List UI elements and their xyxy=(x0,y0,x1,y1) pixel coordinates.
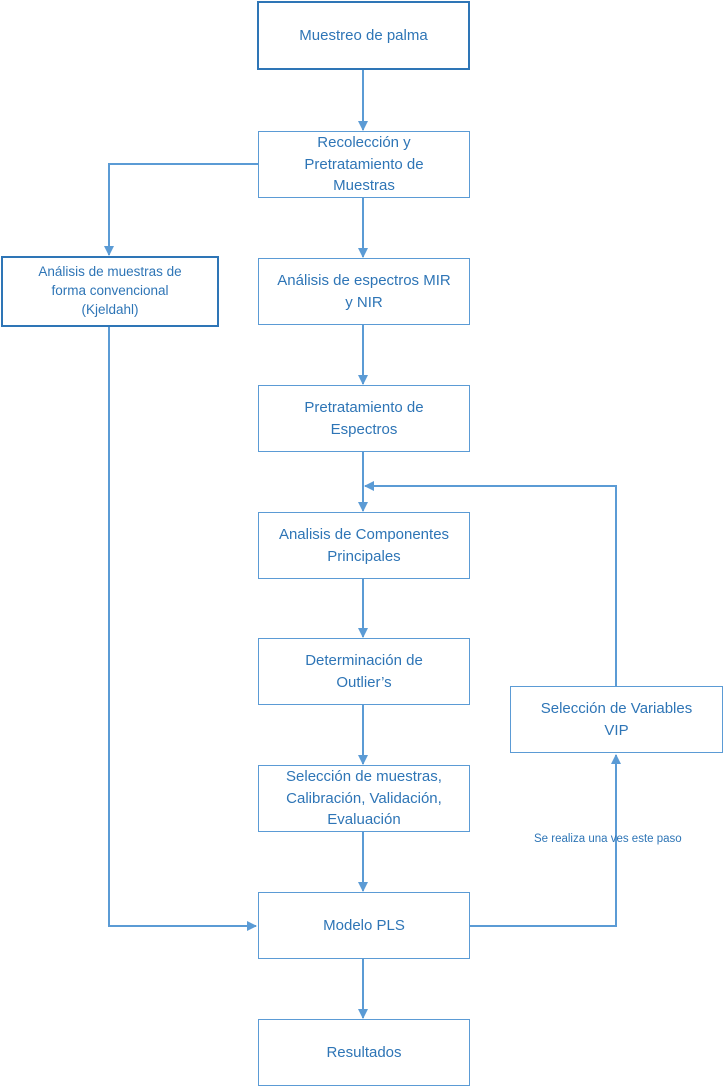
node-kjeldahl: Análisis de muestras de forma convencion… xyxy=(1,256,219,327)
node-muestreo: Muestreo de palma xyxy=(257,1,470,70)
node-espectros: Análisis de espectros MIR y NIR xyxy=(258,258,470,325)
node-resultados: Resultados xyxy=(258,1019,470,1086)
node-outliers: Determinación de Outlier’s xyxy=(258,638,470,705)
node-componentes: Analisis de Componentes Principales xyxy=(258,512,470,579)
node-pls: Modelo PLS xyxy=(258,892,470,959)
arrow-pls-to-vip xyxy=(470,754,621,927)
arrow-kjeldahl-to-pls xyxy=(108,327,257,931)
node-seleccion-muestras: Selección de muestras, Calibración, Vali… xyxy=(258,765,470,832)
node-pretratamiento: Pretratamiento de Espectros xyxy=(258,385,470,452)
node-vip: Selección de Variables VIP xyxy=(510,686,723,753)
loop-note: Se realiza una ves este paso xyxy=(534,833,682,845)
arrow-vip-to-componentes xyxy=(364,481,617,686)
node-recoleccion: Recolección y Pretratamiento de Muestras xyxy=(258,131,470,198)
arrow-recoleccion-to-kjeldahl xyxy=(104,163,258,256)
